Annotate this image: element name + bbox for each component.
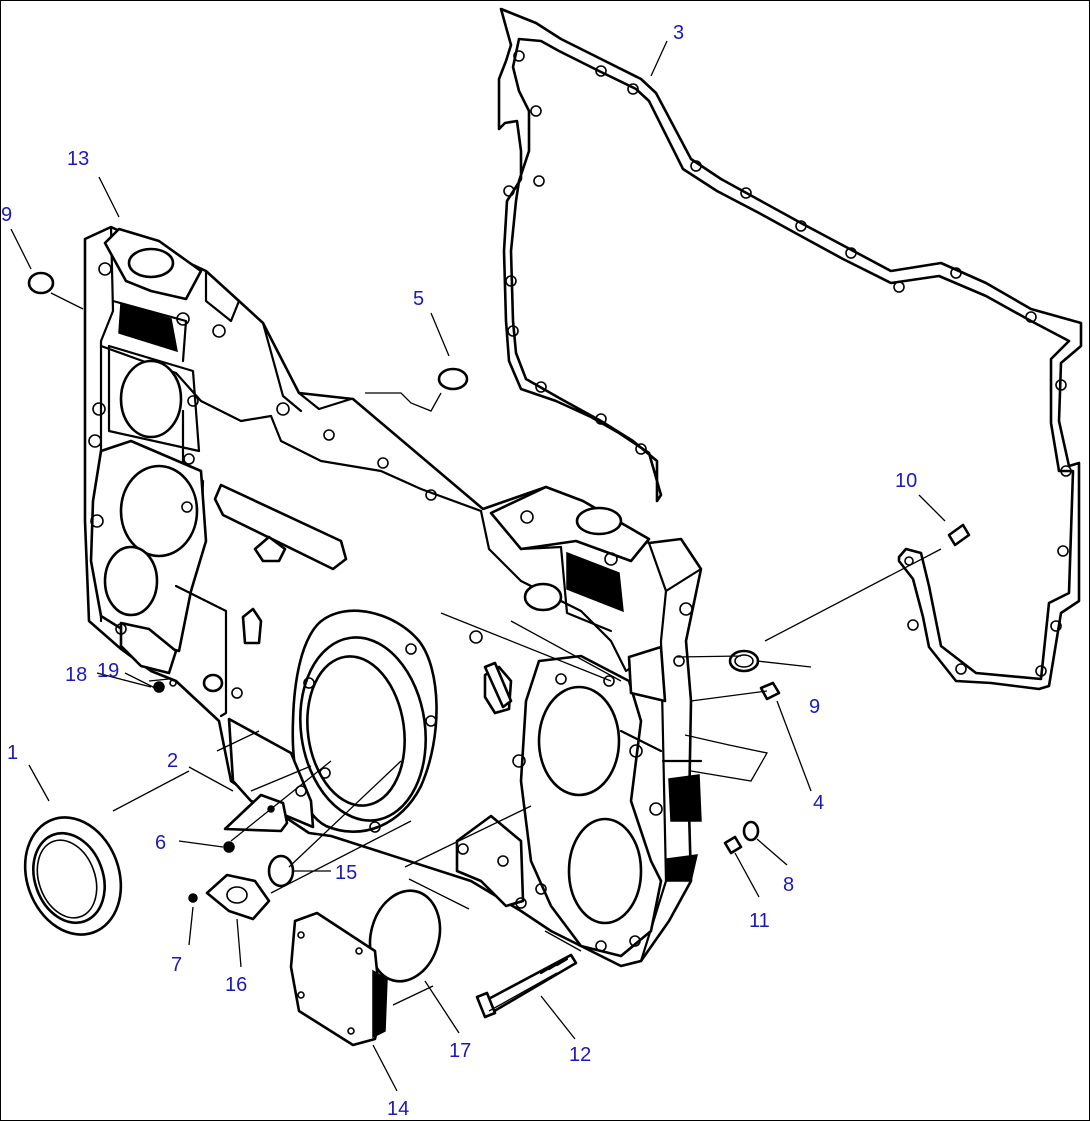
oil-seal bbox=[23, 816, 123, 936]
bracket bbox=[223, 793, 289, 833]
o-ring bbox=[267, 854, 295, 888]
gasket-disc bbox=[368, 889, 442, 983]
callout-18: 18 bbox=[65, 664, 87, 686]
washer-19 bbox=[169, 679, 177, 687]
plug-cap-left bbox=[27, 271, 55, 295]
callout-13: 13 bbox=[67, 148, 89, 170]
small-bolt bbox=[723, 835, 743, 855]
front-cover-body bbox=[83, 225, 703, 968]
callout-8: 8 bbox=[783, 874, 794, 896]
callout-17: 17 bbox=[449, 1040, 471, 1062]
cover-plate bbox=[289, 911, 388, 1047]
callout-9-right: 9 bbox=[809, 696, 820, 718]
callout-14: 14 bbox=[387, 1098, 409, 1120]
callout-12: 12 bbox=[569, 1044, 591, 1066]
small-cover bbox=[205, 873, 271, 921]
callout-19: 19 bbox=[97, 660, 119, 682]
dowel-pin bbox=[947, 523, 971, 547]
callout-leaders bbox=[10, 40, 946, 1092]
callout-6: 6 bbox=[155, 832, 166, 854]
callout-15: 15 bbox=[335, 862, 357, 884]
bolt-6 bbox=[223, 841, 235, 853]
callout-5: 5 bbox=[413, 288, 424, 310]
callout-9-left: 9 bbox=[1, 204, 12, 226]
assembly-lines bbox=[50, 292, 942, 1012]
washer bbox=[742, 820, 760, 842]
callout-2: 2 bbox=[167, 750, 178, 772]
long-bolt bbox=[475, 953, 578, 1019]
plug-screw bbox=[759, 681, 781, 701]
gasket-outline bbox=[497, 7, 1083, 691]
callout-4: 4 bbox=[813, 792, 824, 814]
callout-16: 16 bbox=[225, 974, 247, 996]
callout-11: 11 bbox=[749, 910, 770, 932]
callout-10: 10 bbox=[895, 470, 917, 492]
plug-cap bbox=[437, 367, 469, 391]
callout-7: 7 bbox=[171, 954, 182, 976]
callout-3: 3 bbox=[673, 22, 684, 44]
callout-1: 1 bbox=[7, 742, 18, 764]
callout-labels: 1 2 3 4 5 6 7 8 9 9 10 11 12 13 14 15 16… bbox=[1, 22, 917, 1120]
bolt-7 bbox=[188, 893, 198, 903]
